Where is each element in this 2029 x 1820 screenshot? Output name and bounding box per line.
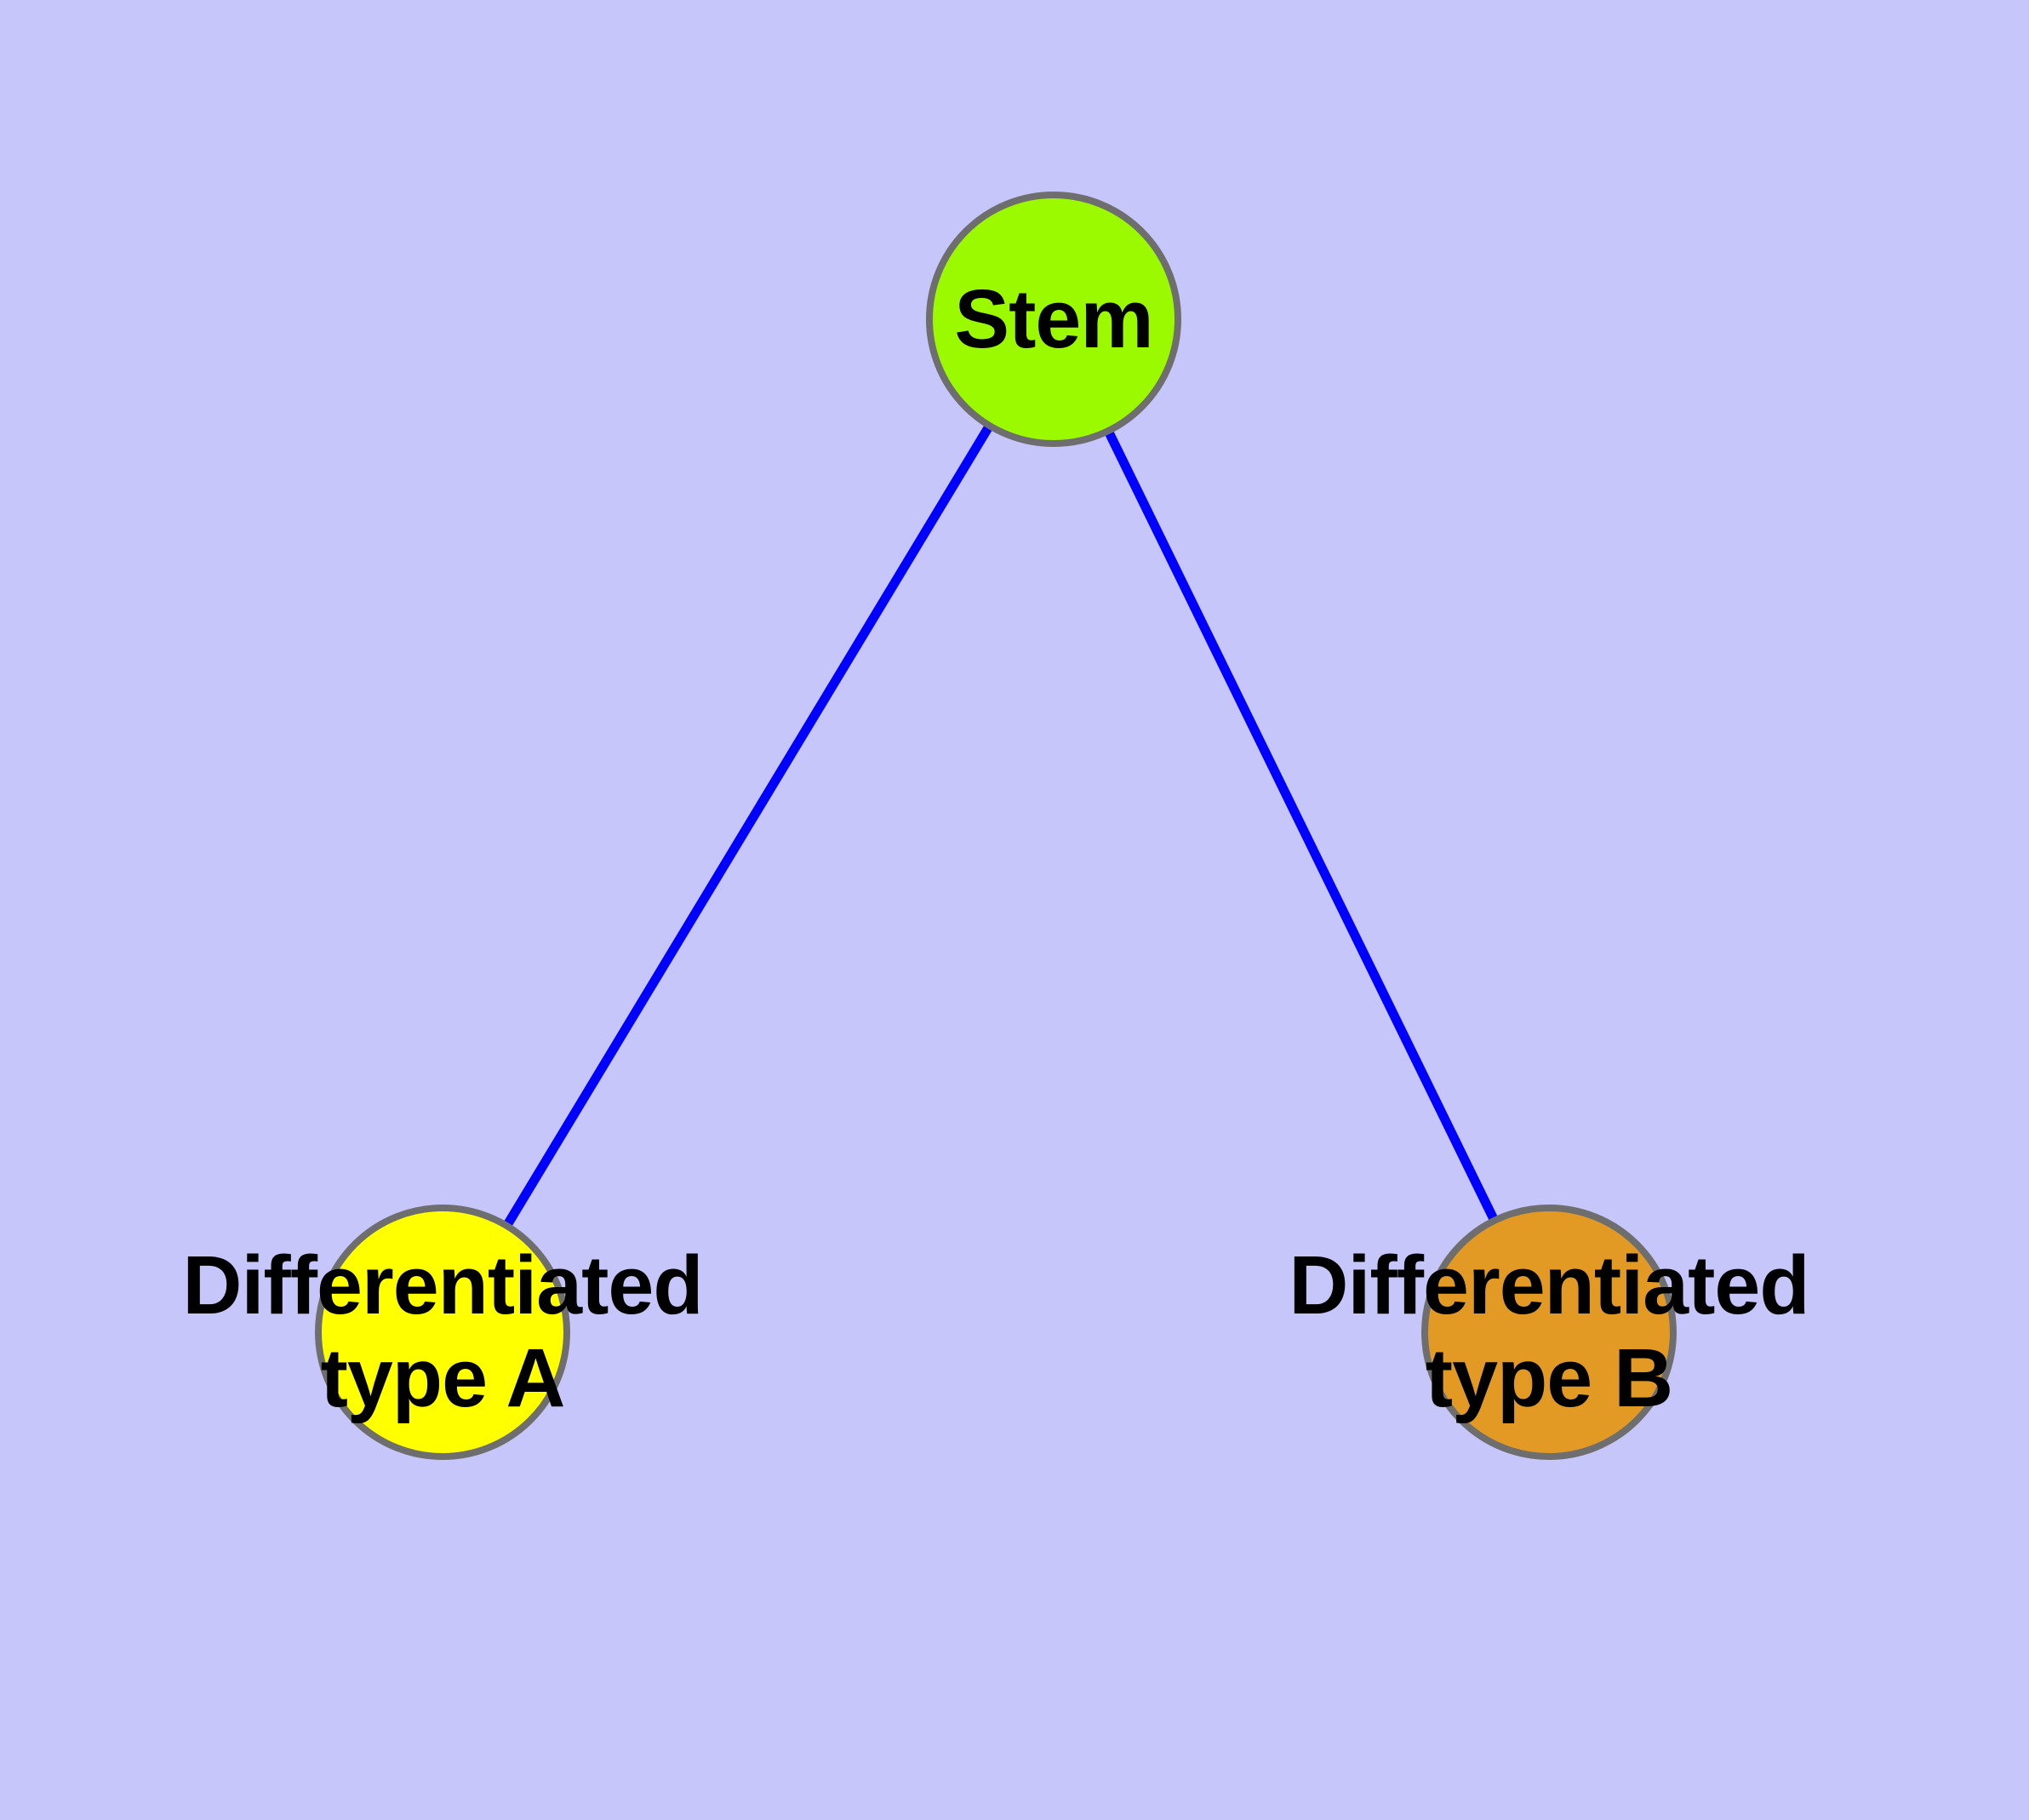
edge-stem-to-diff-b[interactable] <box>1049 317 1553 1335</box>
edge-layer <box>438 317 1553 1335</box>
node-stem[interactable] <box>926 192 1181 447</box>
node-layer <box>315 192 1677 1460</box>
node-differentiated-type-b[interactable] <box>1421 1205 1677 1460</box>
edge-stem-to-diff-a[interactable] <box>438 317 1058 1335</box>
node-differentiated-type-a[interactable] <box>315 1205 570 1460</box>
